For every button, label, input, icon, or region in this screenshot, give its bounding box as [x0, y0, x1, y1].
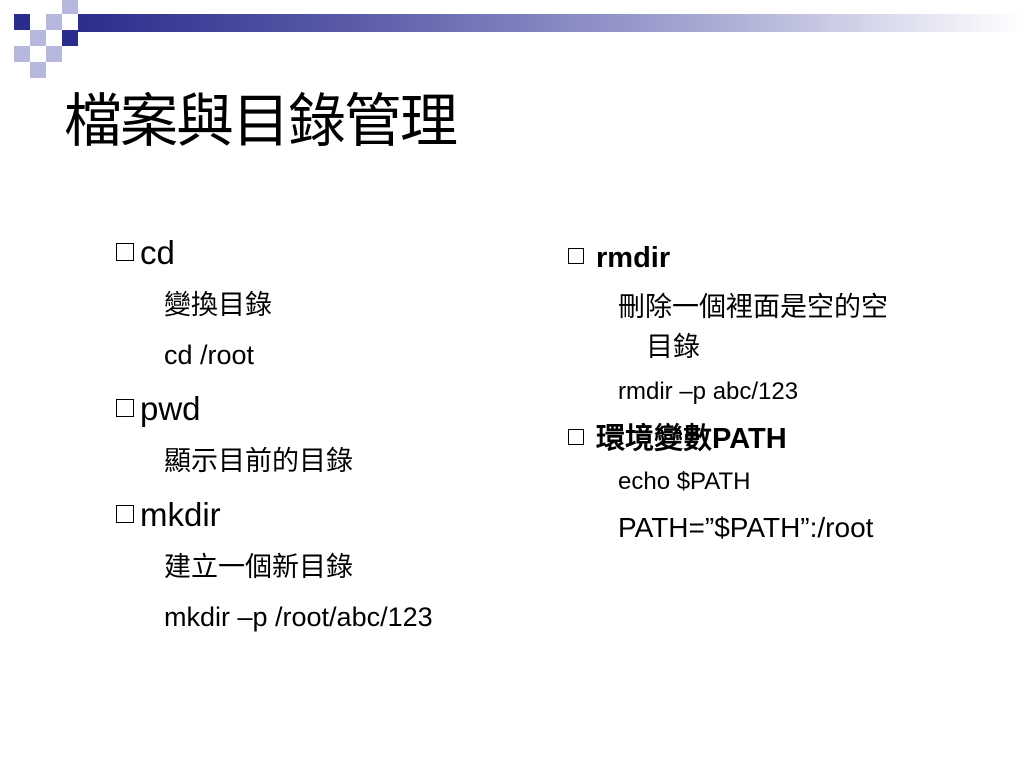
list-item-pwd: pwd	[116, 392, 201, 425]
square-bullet-icon	[116, 505, 134, 524]
command-label: cd	[140, 234, 175, 271]
square-bullet-icon	[116, 243, 134, 262]
decor-square	[14, 46, 30, 62]
square-bullet-icon	[568, 248, 584, 265]
description-text: 顯示目前的目錄	[164, 446, 353, 477]
command-label-suffix: PATH	[712, 423, 787, 455]
description-text: 建立一個新目錄	[164, 552, 353, 583]
list-item-mkdir: mkdir	[116, 498, 221, 531]
decor-square	[30, 30, 46, 46]
command-label: rmdir	[596, 242, 671, 274]
square-bullet-icon	[568, 429, 584, 446]
command-label: pwd	[140, 390, 201, 427]
decor-square	[46, 14, 62, 30]
command-label-cjk: 環境變數	[596, 421, 713, 455]
list-item-cd: cd	[116, 236, 175, 269]
square-bullet-icon	[116, 399, 134, 418]
example-text: rmdir –p abc/123	[618, 378, 799, 405]
decor-square	[30, 62, 46, 78]
decor-square	[62, 30, 78, 46]
example-text: echo $PATH	[618, 468, 751, 495]
decor-square	[62, 0, 78, 14]
decor-square	[14, 14, 30, 30]
decor-square	[62, 14, 78, 30]
description-text: 變換目錄	[164, 290, 272, 321]
decor-square	[46, 46, 62, 62]
command-label: mkdir	[140, 496, 221, 533]
slide-title: 檔案與目錄管理	[64, 87, 458, 155]
description-text: 刪除一個裡面是空的空	[618, 292, 888, 323]
example-text: mkdir –p /root/abc/123	[164, 602, 433, 632]
list-item-rmdir: rmdir	[568, 244, 670, 273]
description-text-continued: 目錄	[646, 332, 700, 363]
header-gradient-bar	[78, 14, 1024, 32]
example-text-secondary: PATH=”$PATH”:/root	[618, 512, 874, 543]
example-text: cd /root	[164, 340, 255, 370]
list-item-path: 環境變數PATH	[568, 424, 787, 454]
